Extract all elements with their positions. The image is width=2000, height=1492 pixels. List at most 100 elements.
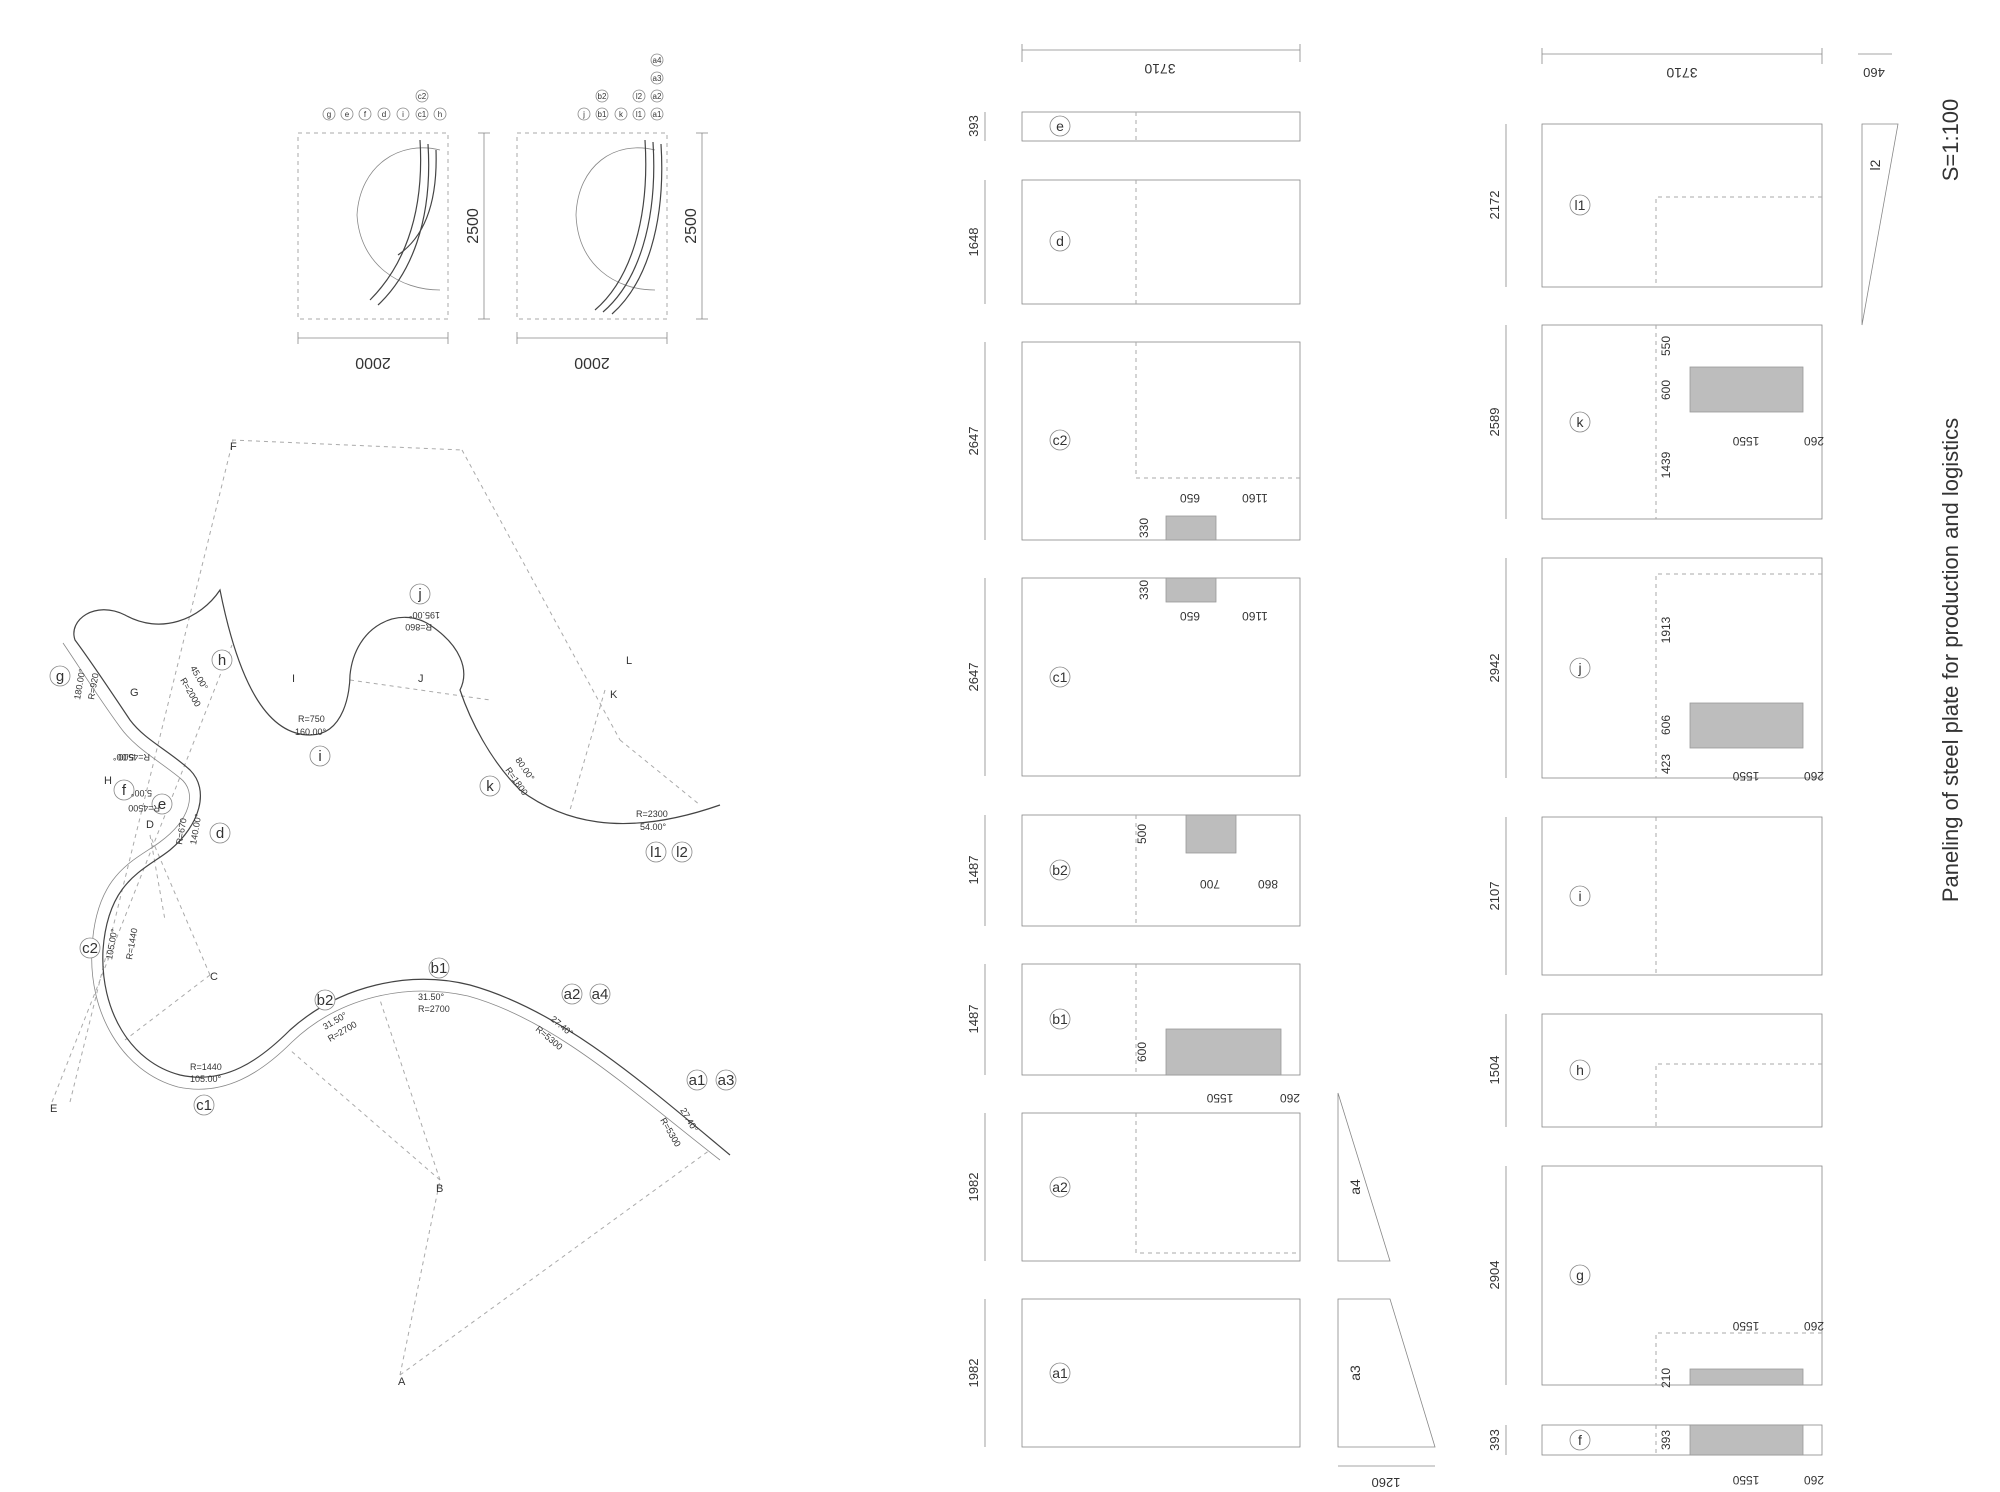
svg-text:h: h: [218, 652, 226, 669]
ann-j-angle: 195.00°: [408, 610, 440, 620]
panel-i: i 2107: [1487, 816, 1823, 976]
panel-k-dim-1439: 1439: [1659, 451, 1673, 478]
point-G: G: [130, 687, 139, 699]
row2-triangle-width: 460: [1863, 65, 1885, 80]
panel-b2-length: 1487: [966, 856, 981, 885]
triangle-a4: a4: [1337, 1092, 1391, 1262]
panel-j-dim-606: 606: [1659, 715, 1673, 735]
ann-l-angle: 54.00°: [640, 822, 667, 832]
ann-i-angle: 160.00°: [295, 727, 327, 737]
cs1-label-g: g: [327, 110, 331, 119]
ann-g-radius: R=920: [86, 672, 100, 700]
panel-l1: l1 2172: [1487, 123, 1823, 288]
svg-text:a3: a3: [718, 1072, 735, 1089]
cross-section-1: 2000 2500 g e f d i c1 c2 h: [297, 89, 490, 371]
svg-text:j: j: [417, 586, 421, 603]
panel-c2-dim-1160: 1160: [1242, 491, 1268, 505]
panel-a1-length: 1982: [966, 1359, 981, 1388]
panel-h-label: h: [1576, 1062, 1584, 1078]
cs2-label-a2: a2: [653, 92, 662, 101]
panel-c1: c1 2647 330 650 1160: [966, 577, 1301, 777]
point-H: H: [104, 775, 112, 787]
panel-l1-length: 2172: [1487, 191, 1502, 220]
panel-k-dim-600: 600: [1659, 380, 1673, 400]
panel-g-dim-1550: 1550: [1732, 1319, 1759, 1333]
svg-text:b1: b1: [431, 960, 448, 977]
plan-panel-labels: a1 a3 a2 a4 b1 b2 c1 c2 d e f g h i j k …: [49, 583, 737, 1116]
ann-b1-angle: 31.50°: [418, 992, 445, 1002]
panel-f: f 393 393 1550 260: [1487, 1424, 1824, 1487]
row2-overall-width: 3710: [1666, 65, 1697, 81]
panel-g-dim-210: 210: [1659, 1368, 1673, 1388]
panel-e-label: e: [1056, 118, 1064, 134]
panel-g-label: g: [1576, 1267, 1584, 1283]
panel-j: j 2942 1913 606 423 1550 260: [1487, 557, 1824, 783]
point-F: F: [230, 441, 237, 453]
panel-h: h 1504: [1487, 1013, 1823, 1128]
svg-text:i: i: [318, 748, 321, 765]
svg-text:f: f: [122, 782, 127, 799]
label-a1: a1: [686, 1069, 708, 1091]
panel-l1-label: l1: [1575, 197, 1586, 213]
point-C: C: [210, 971, 218, 983]
plan-view: a1 a3 a2 a4 b1 b2 c1 c2 d e f g h i j k …: [49, 439, 737, 1388]
ann-g-angle: 180.00°: [72, 668, 87, 701]
ann-b1-radius: R=2700: [418, 1004, 450, 1014]
label-b1: b1: [428, 957, 450, 979]
point-L: L: [626, 655, 632, 667]
svg-text:l2: l2: [676, 844, 688, 861]
panel-c2-dim-650: 650: [1180, 491, 1200, 505]
label-j: j: [409, 583, 431, 605]
point-A: A: [398, 1376, 406, 1388]
panel-row-1: 3710 e 393 d 1648 c2 2647: [966, 44, 1436, 1490]
cs2-height: 2500: [683, 208, 700, 244]
ann-f-angle: 5.00°: [130, 788, 152, 798]
panel-b2: b2 1487 500 700 860: [966, 814, 1301, 927]
ann-f-radius: R=4500: [128, 803, 160, 813]
panel-a2-length: 1982: [966, 1173, 981, 1202]
panel-b1-length: 1487: [966, 1005, 981, 1034]
panel-d-label: d: [1056, 233, 1064, 249]
panel-c1-dim-330: 330: [1137, 580, 1151, 600]
panel-c2-length: 2647: [966, 427, 981, 456]
svg-text:a2: a2: [564, 986, 581, 1003]
triangle-l2-label: l2: [1867, 159, 1883, 170]
cs2-width: 2000: [574, 354, 610, 371]
ann-j-radius: R=860: [405, 622, 432, 632]
panel-k-dim-550: 550: [1659, 336, 1673, 356]
panel-b1-dim-600: 600: [1135, 1042, 1149, 1062]
ann-c2-radius: R=1440: [124, 927, 139, 960]
panel-g: g 2904 210 1550 260: [1487, 1165, 1824, 1388]
point-D: D: [146, 819, 154, 831]
ann-e-radius: R=4500: [118, 752, 150, 762]
drawing-title: Paneling of steel plate for production a…: [1938, 418, 1963, 902]
label-h: h: [211, 649, 233, 671]
panel-b2-label: b2: [1052, 862, 1068, 878]
cs2-label-b2: b2: [598, 92, 607, 101]
svg-text:a4: a4: [592, 986, 609, 1003]
plan-point-labels: A B C D E F G H I J K L: [50, 441, 632, 1388]
cs2-label-j: j: [582, 110, 585, 119]
cs1-label-c1: c1: [418, 110, 427, 119]
panel-g-dim-260: 260: [1804, 1319, 1824, 1333]
panel-d-length: 1648: [966, 228, 981, 257]
label-i: i: [309, 745, 331, 767]
panel-j-dim-1550: 1550: [1732, 769, 1759, 783]
ann-i-radius: R=750: [298, 714, 325, 724]
ann-d-radius: R=670: [174, 817, 188, 845]
panel-e-length: 393: [966, 115, 981, 137]
row1-triangle-width: 1260: [1372, 1475, 1401, 1490]
cs1-label-e: e: [345, 110, 350, 119]
triangle-a3-label: a3: [1347, 1365, 1363, 1381]
label-g: g: [49, 665, 71, 687]
panel-b2-dim-860: 860: [1258, 877, 1278, 891]
cs2-label-l2: l2: [636, 92, 643, 101]
panel-h-length: 1504: [1487, 1056, 1502, 1085]
row1-overall-width: 3710: [1144, 61, 1175, 77]
title-block: Paneling of steel plate for production a…: [1938, 99, 1963, 902]
svg-text:l1: l1: [650, 844, 662, 861]
panel-b2-dim-700: 700: [1200, 877, 1220, 891]
panel-f-label: f: [1578, 1432, 1582, 1448]
label-k: k: [479, 775, 501, 797]
